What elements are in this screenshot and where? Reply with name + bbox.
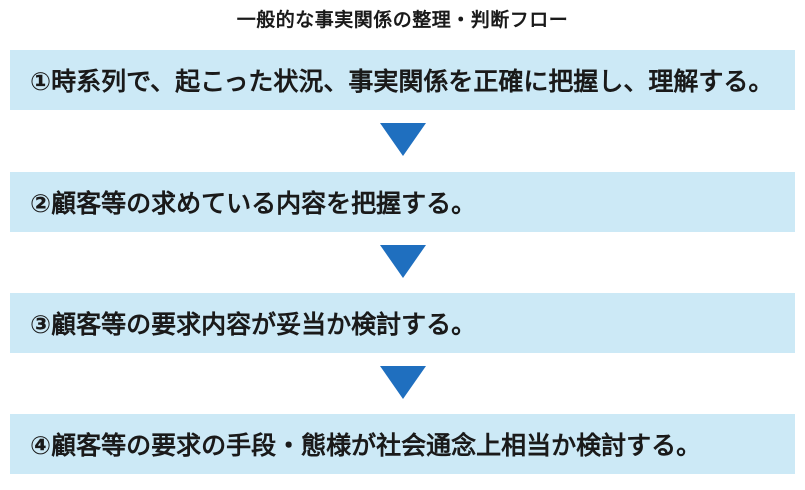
flow-step-1-text: ①時系列で、起こった状況、事実関係を正確に把握し、理解する。: [30, 67, 774, 96]
flow-step-3-text: ③顧客等の要求内容が妥当か検討する。: [30, 310, 477, 339]
flow-step-1: ①時系列で、起こった状況、事実関係を正確に把握し、理解する。: [10, 50, 795, 110]
down-arrow-icon: [380, 245, 426, 278]
flow-title: 一般的な事実関係の整理・判断フロー: [236, 9, 569, 31]
flow-step-4-text: ④顧客等の要求の手段・態様が社会通念上相当か検討する。: [30, 431, 702, 460]
flow-step-4: ④顧客等の要求の手段・態様が社会通念上相当か検討する。: [10, 414, 795, 474]
flow-step-3: ③顧客等の要求内容が妥当か検討する。: [10, 293, 795, 353]
down-arrow-icon: [380, 366, 426, 399]
flow-step-2: ②顧客等の求めている内容を把握する。: [10, 172, 795, 232]
flow-step-2-text: ②顧客等の求めている内容を把握する。: [30, 189, 477, 218]
down-arrow-icon: [380, 123, 426, 156]
